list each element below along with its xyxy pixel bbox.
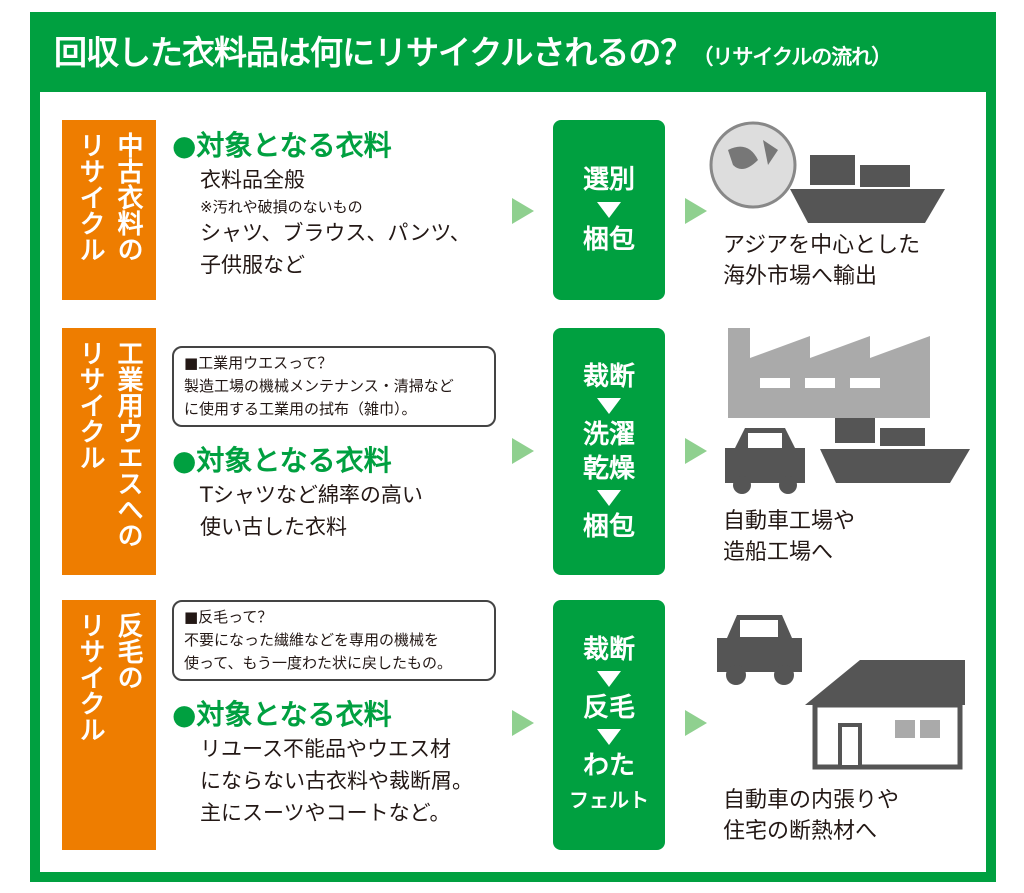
- dest-line: 住宅の断熱材へ: [723, 819, 878, 844]
- factory-icon: [728, 328, 930, 418]
- process-box: 裁断反毛わたフェルト: [553, 600, 665, 850]
- arrow-icon: [512, 198, 534, 224]
- destination: 自動車の内張りや住宅の断熱材へ: [723, 785, 899, 847]
- down-arrow-icon: [597, 202, 621, 218]
- ship-icon: [790, 155, 945, 223]
- destination: アジアを中心とした海外市場へ輸出: [723, 230, 920, 292]
- info-text: 製造工場の機械メンテナンス・清掃など: [184, 377, 454, 395]
- target-text: シャツ、ブラウス、パンツ、: [200, 221, 471, 245]
- target-heading: ●対象となる衣料: [172, 444, 392, 477]
- row-label: 反毛のリサイクル: [62, 600, 156, 850]
- target-text: 主にスーツやコートなど。: [200, 801, 451, 825]
- arrow-icon: [512, 710, 534, 736]
- label-line: リサイクル: [75, 132, 105, 262]
- info-box: ■反毛って？ 不要になった繊維などを専用の機械を使って、もう一度わた状に戻したもの…: [172, 600, 496, 681]
- destination: 自動車工場や造船工場へ: [723, 506, 855, 568]
- dest-line: 自動車の内張りや: [723, 788, 900, 813]
- down-arrow-icon: [597, 671, 621, 687]
- page-title: 回収した衣料品は何にリサイクルされるの？（リサイクルの流れ）: [54, 26, 892, 74]
- arrow-icon: [685, 710, 707, 736]
- target-text: リユース不能品やウエス材: [200, 737, 451, 761]
- title-sub: （リサイクルの流れ）: [692, 45, 892, 69]
- info-box: ■工業用ウエスって？ 製造工場の機械メンテナンス・清掃などに使用する工業用の拭布（…: [172, 346, 496, 427]
- step: わた: [582, 751, 635, 781]
- dest-line: 自動車工場や: [723, 509, 856, 534]
- down-arrow-icon: [597, 397, 621, 414]
- row-industrial-waste: 工業用ウエスへのリサイクル ■工業用ウエスって？ 製造工場の機械メンテナンス・清掃…: [40, 328, 986, 575]
- dest-line: 海外市場へ輸出: [723, 264, 878, 289]
- target-text: Tシャツなど綿率の高い: [200, 483, 423, 507]
- process-box: 裁断洗濯乾燥梱包: [553, 328, 665, 575]
- step: 選別: [582, 165, 635, 195]
- info-text: に使用する工業用の拭布（雑巾）。: [184, 400, 417, 418]
- target-text: 子供服など: [200, 253, 305, 277]
- label-line: リサイクル: [75, 612, 105, 742]
- row-label: 工業用ウエスへのリサイクル: [62, 328, 156, 575]
- house-icon: [805, 660, 965, 770]
- info-title: ■反毛って？: [184, 608, 273, 626]
- target-heading: ●対象となる衣料: [172, 698, 392, 731]
- title-main: 回収した衣料品は何にリサイクルされるの？: [54, 33, 693, 72]
- target-heading: ●対象となる衣料: [172, 129, 392, 162]
- step: 裁断: [582, 361, 635, 392]
- label-line: 中古衣料の: [113, 132, 143, 262]
- step: 乾燥: [582, 453, 635, 484]
- step: フェルト: [569, 788, 649, 812]
- info-text: 不要になった繊維などを専用の機械を: [184, 631, 440, 649]
- down-arrow-icon: [597, 729, 621, 745]
- car-icon: [725, 428, 805, 494]
- process-box: 選別梱包: [553, 120, 665, 300]
- step: 裁断: [582, 635, 635, 665]
- step: 洗濯: [582, 419, 635, 450]
- row-reclaimed-fiber: 反毛のリサイクル ■反毛って？ 不要になった繊維などを専用の機械を使って、もう一度…: [40, 600, 986, 850]
- target-note: ※汚れや破損のないもの: [200, 198, 363, 216]
- label-line: 工業用ウエスへの: [113, 340, 143, 548]
- dest-line: アジアを中心とした: [723, 233, 921, 258]
- ship-icon: [820, 418, 970, 483]
- label-line: リサイクル: [75, 340, 105, 470]
- target-text: 使い古した衣料: [200, 515, 347, 539]
- arrow-icon: [685, 438, 707, 464]
- flow-panel: 中古衣料のリサイクル ●対象となる衣料 衣料品全般 ※汚れや破損のないもの シャ…: [40, 92, 986, 872]
- row-label: 中古衣料のリサイクル: [62, 120, 156, 300]
- step: 梱包: [582, 225, 635, 255]
- step: 反毛: [582, 693, 635, 723]
- target-text: にならない古衣料や裁断屑。: [200, 769, 473, 793]
- car-icon: [717, 615, 802, 685]
- arrow-icon: [685, 198, 707, 224]
- target-text: 衣料品全般: [200, 168, 305, 192]
- info-text: 使って、もう一度わた状に戻したもの。: [184, 654, 453, 672]
- down-arrow-icon: [597, 489, 621, 506]
- arrow-icon: [512, 438, 534, 464]
- info-title: ■工業用ウエスって？: [184, 354, 333, 372]
- label-line: 反毛の: [113, 612, 143, 690]
- globe-icon: [709, 121, 797, 209]
- row-used-clothing: 中古衣料のリサイクル ●対象となる衣料 衣料品全般 ※汚れや破損のないもの シャ…: [40, 120, 986, 300]
- dest-line: 造船工場へ: [723, 540, 834, 565]
- step: 梱包: [582, 511, 635, 542]
